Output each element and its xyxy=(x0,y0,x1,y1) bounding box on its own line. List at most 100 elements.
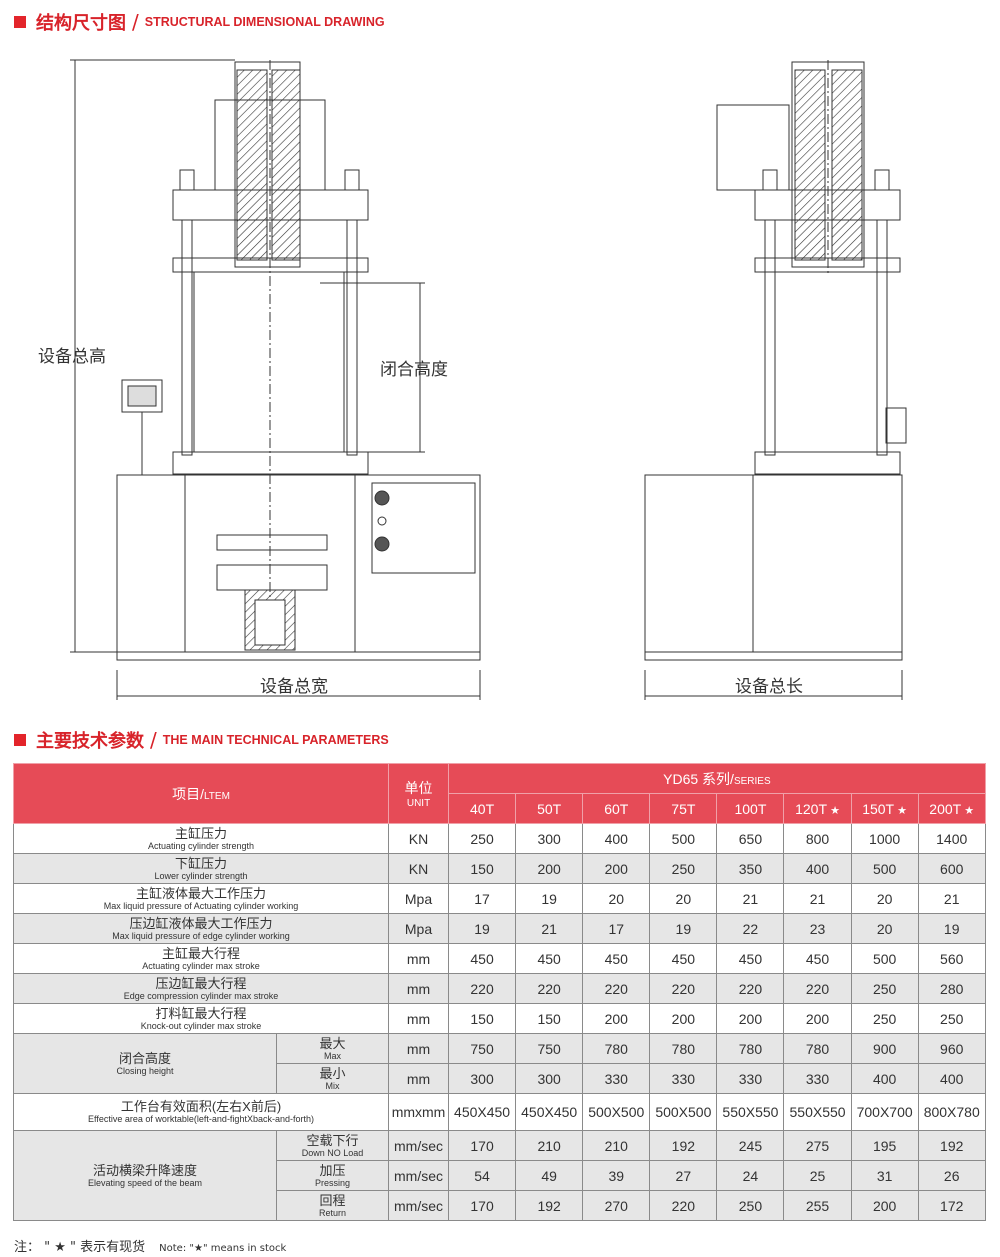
value-cell: 400 xyxy=(582,823,651,854)
title-en: THE MAIN TECHNICAL PARAMETERS xyxy=(162,733,389,747)
value-cell: 780 xyxy=(716,1033,785,1064)
value-cell: 21 xyxy=(515,913,584,944)
value-cell: 450 xyxy=(582,943,651,974)
value-cell: 19 xyxy=(649,913,718,944)
value-cell: 500X500 xyxy=(649,1093,718,1131)
header-item: 项目/LTEM xyxy=(12,763,390,824)
value-cell: 250 xyxy=(850,973,919,1004)
value-cell: 500 xyxy=(649,823,718,854)
unit-cell: mm xyxy=(388,973,450,1004)
value-cell: 17 xyxy=(582,913,651,944)
model-header: 200T ★ xyxy=(917,793,986,824)
title-cn: 主要技术参数 xyxy=(36,731,144,752)
item-cell: 工作台有效面积(左右X前后)Effective area of worktabl… xyxy=(12,1093,390,1131)
value-cell: 250 xyxy=(850,1003,919,1034)
value-cell: 220 xyxy=(649,973,718,1004)
value-cell: 550X550 xyxy=(783,1093,852,1131)
model-header: 100T xyxy=(716,793,785,824)
table-row: 工作台有效面积(左右X前后)Effective area of worktabl… xyxy=(12,1093,986,1131)
value-cell: 54 xyxy=(448,1160,517,1191)
value-cell: 245 xyxy=(716,1130,785,1161)
value-cell: 700X700 xyxy=(850,1093,919,1131)
value-cell: 31 xyxy=(850,1160,919,1191)
note-cn: 注： " ★ " 表示有现货 xyxy=(14,1240,146,1255)
value-cell: 250 xyxy=(448,823,517,854)
value-cell: 250 xyxy=(716,1190,785,1221)
label-closing-height: 闭合高度 xyxy=(380,360,448,380)
value-cell: 450X450 xyxy=(515,1093,584,1131)
value-cell: 220 xyxy=(716,973,785,1004)
value-cell: 19 xyxy=(515,883,584,914)
value-cell: 21 xyxy=(716,883,785,914)
value-cell: 250 xyxy=(649,853,718,884)
value-cell: 450 xyxy=(716,943,785,974)
value-cell: 21 xyxy=(917,883,986,914)
value-cell: 200 xyxy=(515,853,584,884)
unit-cell: mm xyxy=(388,943,450,974)
value-cell: 200 xyxy=(850,1190,919,1221)
value-cell: 960 xyxy=(917,1033,986,1064)
value-cell: 220 xyxy=(783,973,852,1004)
model-header: 120T ★ xyxy=(783,793,852,824)
value-cell: 500X500 xyxy=(582,1093,651,1131)
value-cell: 19 xyxy=(448,913,517,944)
label-total-height: 设备总高 xyxy=(38,347,106,367)
value-cell: 20 xyxy=(850,913,919,944)
value-cell: 280 xyxy=(917,973,986,1004)
value-cell: 220 xyxy=(582,973,651,1004)
value-cell: 750 xyxy=(448,1033,517,1064)
value-cell: 200 xyxy=(582,1003,651,1034)
structural-drawing: 设备总高 闭合高度 设备总宽 设备总长 xyxy=(38,59,907,700)
unit-cell: Mpa xyxy=(388,883,450,914)
value-cell: 500 xyxy=(850,943,919,974)
value-cell: 300 xyxy=(515,823,584,854)
value-cell: 192 xyxy=(515,1190,584,1221)
value-cell: 25 xyxy=(783,1160,852,1191)
value-cell: 220 xyxy=(649,1190,718,1221)
unit-cell: KN xyxy=(388,853,450,884)
value-cell: 49 xyxy=(515,1160,584,1191)
value-cell: 172 xyxy=(917,1190,986,1221)
value-cell: 275 xyxy=(783,1130,852,1161)
model-header: 60T xyxy=(582,793,651,824)
value-cell: 200 xyxy=(649,1003,718,1034)
value-cell: 24 xyxy=(716,1160,785,1191)
value-cell: 20 xyxy=(850,883,919,914)
model-header: 75T xyxy=(649,793,718,824)
unit-cell: mm/sec xyxy=(388,1160,450,1191)
value-cell: 1000 xyxy=(850,823,919,854)
unit-cell: mmxmm xyxy=(388,1093,450,1131)
value-cell: 200 xyxy=(783,1003,852,1034)
value-cell: 400 xyxy=(783,853,852,884)
slash: / xyxy=(132,10,139,34)
unit-cell: mm/sec xyxy=(388,1190,450,1221)
label-total-length: 设备总长 xyxy=(735,677,803,697)
value-cell: 220 xyxy=(515,973,584,1004)
value-cell: 22 xyxy=(716,913,785,944)
value-cell: 600 xyxy=(917,853,986,884)
value-cell: 192 xyxy=(649,1130,718,1161)
value-cell: 330 xyxy=(649,1063,718,1094)
model-header: 150T ★ xyxy=(850,793,919,824)
value-cell: 400 xyxy=(850,1063,919,1094)
value-cell: 250 xyxy=(917,1003,986,1034)
value-cell: 450 xyxy=(783,943,852,974)
star-icon: ★ xyxy=(827,804,840,817)
value-cell: 200 xyxy=(716,1003,785,1034)
value-cell: 150 xyxy=(448,853,517,884)
